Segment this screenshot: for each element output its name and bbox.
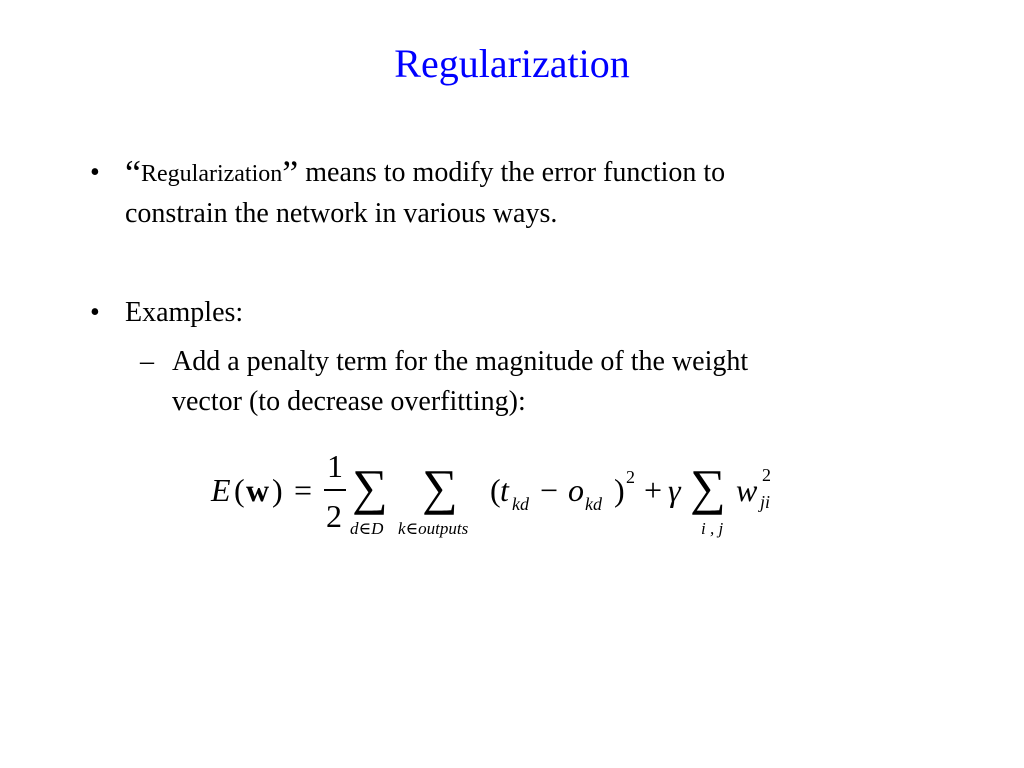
sum-symbol-3: ∑ [690,459,726,515]
formula-close-paren: ) [614,472,625,508]
formula-lparen: ( [234,472,245,508]
formula-minus: − [540,472,559,508]
formula-plus: + [644,472,663,508]
formula-denominator: 2 [326,498,342,534]
formula-t: t [500,472,509,508]
sum-3-subscript: i , j [701,519,724,538]
bullet-1-line1: means to modify the error function to [298,157,726,188]
formula-w: w [246,472,270,508]
sub-bullet-text: Add a penalty term for the magnitude of … [172,342,892,422]
close-quote: ” [282,153,299,193]
sum-symbol-1: ∑ [352,459,388,515]
sub-bullet-line2: vector (to decrease overfitting): [172,386,526,417]
bullet-2-text: Examples: [125,297,244,328]
bullet-marker: • [90,297,100,328]
bullet-1-text: “Regularization” means to modify the err… [125,153,925,234]
formula-rparen: ) [272,472,283,508]
sub-bullet-marker: – [140,346,154,377]
formula-o-subscript: kd [585,494,602,514]
formula-t-subscript: kd [512,494,529,514]
formula-gamma: γ [668,472,681,508]
sum-symbol-2: ∑ [422,459,458,515]
formula-open-paren: ( [490,472,501,508]
formula-E: E [211,472,231,508]
sum-2-subscript: k∈outputs [398,519,469,538]
formula-w-subscript: ji [760,492,771,512]
quoted-term: Regularization [140,161,283,187]
formula-numerator: 1 [327,448,343,484]
sub-bullet-line1: Add a penalty term for the magnitude of … [172,346,749,377]
open-quote: “ [125,153,141,193]
formula-equals: = [294,472,313,508]
formula-w-term: w [736,472,758,508]
formula-power: 2 [626,467,635,487]
formula-o: o [568,472,584,508]
bullet-1-line2: constrain the network in various ways. [125,198,558,229]
sum-1-subscript: d∈D [350,519,384,538]
formula-w-superscript: 2 [762,465,771,485]
bullet-marker: • [90,157,100,188]
slide-title: Regularization [394,41,630,86]
fraction-bar [324,489,346,491]
